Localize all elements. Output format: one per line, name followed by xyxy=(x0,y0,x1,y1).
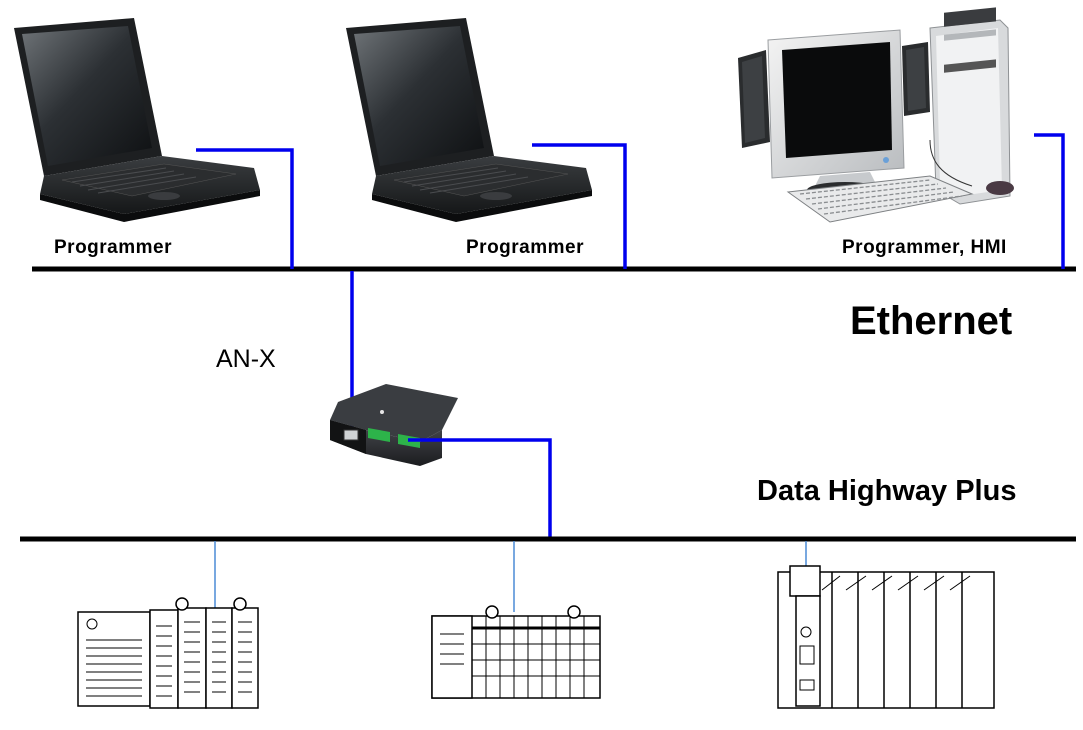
ethernet-label: Ethernet xyxy=(850,299,1012,343)
dhplus-cable xyxy=(408,438,552,538)
laptop-icon xyxy=(346,18,592,222)
plc-icon xyxy=(777,565,995,709)
programmer-label: Programmer xyxy=(466,237,584,258)
programmer-hmi-label: Programmer, HMI xyxy=(842,237,1007,258)
ethernet-cable xyxy=(196,148,294,269)
plc-icon xyxy=(77,597,259,709)
ethernet-cable xyxy=(532,143,627,269)
desktop-pc-icon xyxy=(738,7,1014,223)
anx-label: AN-X xyxy=(216,345,276,373)
ethernet-cable xyxy=(1034,133,1065,269)
plc-icon xyxy=(431,605,601,699)
dhplus-label: Data Highway Plus xyxy=(757,475,1016,507)
programmer-label: Programmer xyxy=(54,237,172,258)
laptop-icon xyxy=(14,18,260,222)
anx-gateway-icon xyxy=(330,384,458,466)
